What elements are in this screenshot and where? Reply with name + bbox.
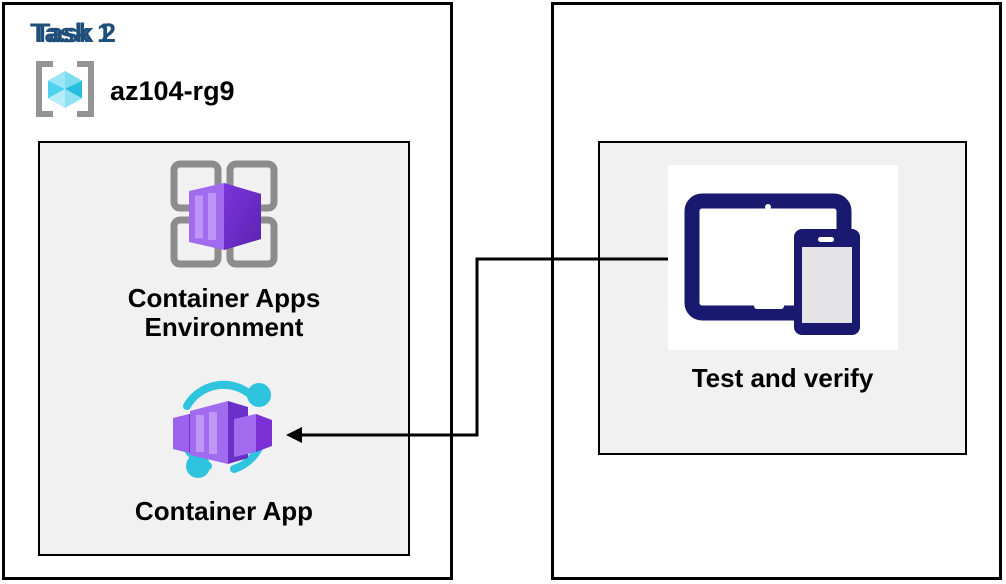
azure-resource-group-icon bbox=[34, 58, 96, 125]
container-apps-environment-icon bbox=[165, 155, 283, 278]
container-apps-environment-label: Container Apps Environment bbox=[127, 283, 321, 343]
task-1-title: Task 1 bbox=[30, 18, 113, 48]
container-app-label: Container App bbox=[134, 496, 314, 526]
container-app-icon bbox=[164, 370, 284, 493]
test-and-verify-label: Test and verify bbox=[691, 363, 874, 393]
task-2-title: Task 2 bbox=[34, 18, 117, 48]
test-and-verify-node: Test and verify bbox=[598, 165, 967, 393]
resource-group-row: az104-rg9 bbox=[34, 58, 235, 125]
resource-group-name: az104-rg9 bbox=[110, 76, 235, 106]
container-apps-environment-node: Container Apps Environment bbox=[38, 155, 410, 342]
container-app-node: Container App bbox=[38, 370, 410, 526]
devices-tablet-phone-icon bbox=[667, 165, 898, 350]
